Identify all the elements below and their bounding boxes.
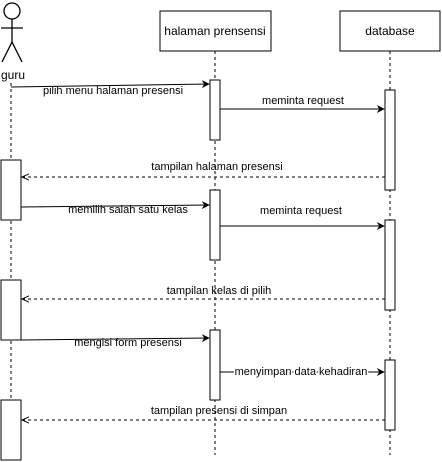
stick-figure-icon [1,2,23,63]
message-label: memilih salah satu kelas [68,204,188,216]
activation-guru-2 [0,279,22,341]
message-3: tampilan halaman presensi [22,161,385,177]
message-label: mengisi form presensi [74,337,182,349]
message-label: pilih menu halaman presensi [43,85,183,97]
message-8: menyimpan data kehadiran [220,365,385,380]
message-label: tampilan presensi di simpan [151,405,287,417]
participant-label-database: database [365,24,415,38]
message-7: mengisi form presensi [20,334,210,349]
message-9: tampilan presensi di simpan [22,405,385,420]
message-6: tampilan kelas di pilih [22,285,385,299]
message-label: menyimpan data kehadiran [235,366,368,378]
participant-box-database [339,10,441,52]
message-arrow [20,201,210,210]
message-2: meminta request [220,95,385,113]
message-label: meminta request [262,95,344,107]
messages: pilih menu halaman presensi meminta requ… [10,80,385,420]
lifelines [10,51,391,455]
activation-halaman-2 [209,189,221,261]
activation-database-1 [384,89,396,191]
activation-database-2 [384,219,396,311]
activation-guru-3 [0,399,22,461]
participant-label-halaman: halaman prensensi [164,24,265,38]
message-1: pilih menu halaman presensi [10,80,210,97]
activation-guru-1 [0,159,22,221]
message-label: meminta request [260,205,342,217]
message-label: tampilan kelas di pilih [167,285,272,297]
actor-label: guru [1,68,25,82]
participant-database: database [339,10,441,52]
message-arrow [10,80,210,89]
activation-database-3 [384,359,396,431]
activation-halaman-1 [209,79,221,141]
activation-halaman-3 [209,329,221,401]
message-5: meminta request [220,205,385,230]
participant-box-halaman [159,10,272,52]
activations [0,79,396,461]
participant-halaman: halaman prensensi [159,10,272,52]
message-4: memilih salah satu kelas [20,201,210,216]
actor-guru: guru [1,2,25,82]
message-label: tampilan halaman presensi [151,161,282,173]
message-arrow [20,334,210,343]
